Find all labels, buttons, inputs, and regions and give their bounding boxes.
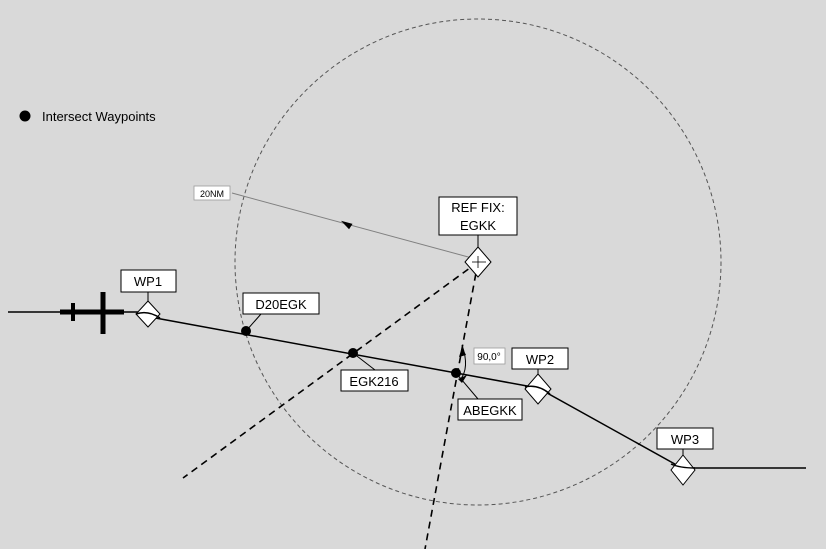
- intersection-abegkk-label: ABEGKK: [463, 403, 517, 418]
- waypoint-wp2-label: WP2: [526, 352, 554, 367]
- radius-label-box: [193, 185, 231, 201]
- waypoint-wp1[interactable]: WP1: [120, 269, 177, 328]
- intersection-abegkk[interactable]: ABEGKK: [451, 368, 523, 421]
- intersection-d20egk-label: D20EGK: [255, 297, 307, 312]
- intersection-dot-icon: [451, 368, 461, 378]
- waypoint-diamond-icon: [524, 373, 552, 405]
- intersection-egk216-label: EGK216: [349, 374, 398, 389]
- ref-fix-label-line2: EGKK: [460, 218, 496, 233]
- intersection-dot-icon: [348, 348, 358, 358]
- waypoint-wp3-label: WP3: [671, 432, 699, 447]
- radius-label: 20NM: [200, 189, 224, 199]
- waypoint-diamond-icon: [135, 300, 161, 328]
- intersection-dot-icon: [241, 326, 251, 336]
- legend: Intersect Waypoints: [19, 109, 156, 124]
- radius-circle: [234, 18, 722, 506]
- intersection-d20egk[interactable]: D20EGK: [241, 292, 320, 336]
- angle-label: 90,0°: [477, 352, 500, 363]
- radius-line: [231, 192, 473, 259]
- ref-fix-egkk[interactable]: REF FIX: EGKK: [438, 196, 518, 278]
- waypoint-wp1-label: WP1: [134, 274, 162, 289]
- bearing-line-abegkk: [424, 261, 479, 549]
- radius-arrow-icon: [340, 220, 353, 230]
- ref-fix-label-line1: REF FIX:: [451, 200, 504, 215]
- angle-annotation: 90,0°: [458, 344, 506, 383]
- aircraft-icon: [60, 292, 124, 334]
- bearing-line-egk216: [182, 261, 479, 479]
- waypoint-wp2[interactable]: WP2: [511, 347, 569, 405]
- legend-label: Intersect Waypoints: [42, 109, 156, 124]
- waypoint-wp3[interactable]: WP3: [656, 427, 714, 486]
- intersection-egk216[interactable]: EGK216: [340, 348, 409, 392]
- legend-dot-icon: [19, 110, 31, 122]
